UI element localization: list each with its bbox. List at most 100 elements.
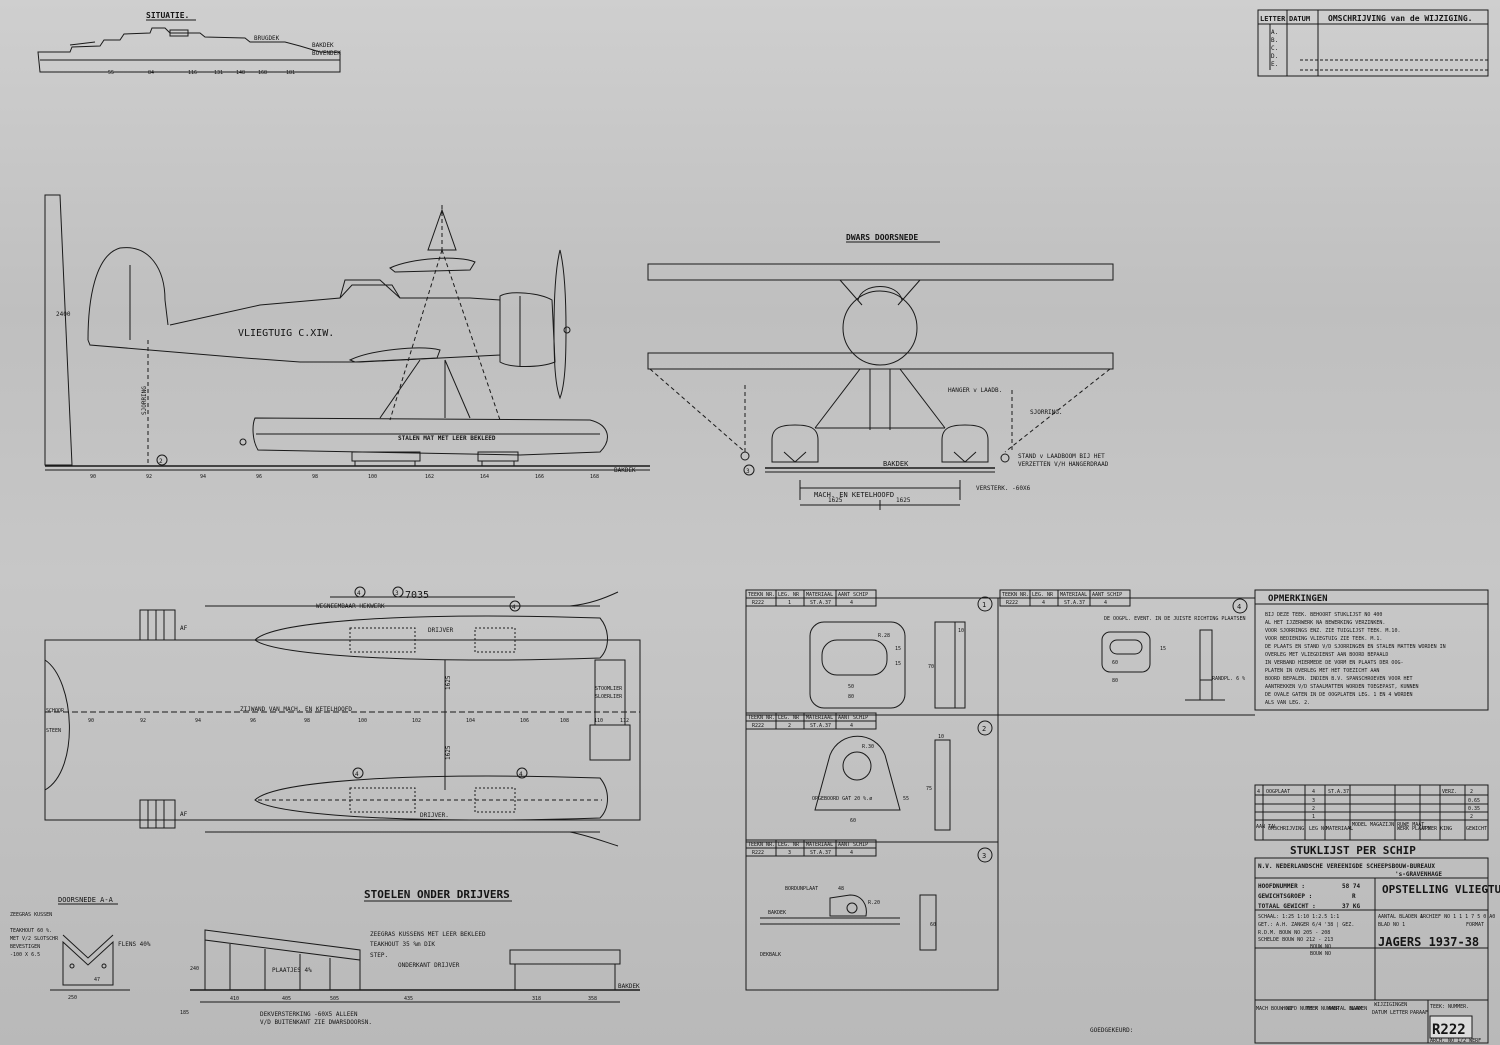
part-weight: 0.35 xyxy=(1468,806,1480,812)
detail-header: MATERIAAL xyxy=(1060,592,1087,598)
detail-count: 4 xyxy=(1104,600,1107,606)
footer-cell: PARAAF xyxy=(1410,1010,1428,1016)
frame-number: 166 xyxy=(535,474,544,480)
rev-header-date: DATUM xyxy=(1289,15,1310,23)
detail-number: 1 xyxy=(982,601,986,609)
title-sheets: AANTAL BLADEN 1 xyxy=(1378,914,1423,920)
detail-dim: 60 xyxy=(1112,660,1118,666)
detail-header: LEG. NR xyxy=(1032,592,1054,598)
seat-dim: 505 xyxy=(330,996,339,1002)
detail-material: ST.A.37 xyxy=(1064,600,1085,606)
situation-label: BAKDEK xyxy=(312,42,334,49)
detail-dim: 15 xyxy=(1160,646,1166,652)
detail-dim: 15 xyxy=(895,661,901,667)
footer-cell: HOOFD NUMMER xyxy=(1282,1006,1319,1012)
footer-cell: LETTER xyxy=(1390,1010,1409,1016)
remark-line: BOORD BEPALEN. INDIEN B.V. SPANSCHROEVEN… xyxy=(1265,676,1413,682)
remark-line: BIJ DEZE TEEK. BEHOORT STUKLIJST NO 400 xyxy=(1265,612,1382,618)
rev-letter: D. xyxy=(1271,53,1278,60)
remark-line: DE PLAATS EN STAND V/D SJORRINGEN EN STA… xyxy=(1265,644,1446,650)
detail-header: TEEKN NR. xyxy=(748,715,775,721)
detail-dim: 50 xyxy=(848,684,854,690)
side-view: SJORRING 2400 VLIEGTUIG C.XIW. STALEN MA… xyxy=(44,194,650,480)
detail-header: LEG. NR xyxy=(778,715,800,721)
frame-number: 90 xyxy=(90,474,96,480)
detail-header: TEEKN NR. xyxy=(748,842,775,848)
remark-line: OVERLEG MET VLIEGDIENST AAN BOORD BEPAAL… xyxy=(1265,652,1388,658)
seat-dim: 358 xyxy=(588,996,597,1002)
aft-label: AF xyxy=(180,625,188,632)
cross-deck-label: BAKDEK xyxy=(883,460,909,468)
title-row: BOUW NO xyxy=(1310,944,1331,950)
rev-letter: B. xyxy=(1271,37,1278,44)
situation-label: BOVENDEK xyxy=(312,50,341,57)
hanger-label: HANGER v LAADB. xyxy=(948,387,1002,394)
frame-number: 100 xyxy=(358,718,367,724)
detail-ref-circle: 4 xyxy=(355,771,359,778)
seat-dim: 410 xyxy=(230,996,239,1002)
title-sheet-no: BLAD NO 1 xyxy=(1378,922,1405,928)
frame-number: 94 xyxy=(195,718,201,724)
remark-line: DE OVALE GATEN IN DE OOGPLATEN LEG. 1 EN… xyxy=(1265,692,1413,698)
aircraft-label: VLIEGTUIG C.XIW. xyxy=(238,328,334,339)
drawing-title: OPSTELLING VLIEGTUIG. xyxy=(1382,883,1500,896)
footer-cell: DATUM xyxy=(1372,1010,1387,1016)
seat-dim: 250 xyxy=(68,995,77,1001)
detail-material: ST.A.37 xyxy=(810,723,831,729)
detail-material: ST.A.37 xyxy=(810,850,831,856)
situation-frame: 181 xyxy=(286,70,295,76)
detail-dim: 15 xyxy=(895,646,901,652)
seat-note: DEKVERSTERKING -60X5 ALLEEN xyxy=(260,1011,358,1018)
remark-line: PLATEN IN OVERLEG MET HET TOEZICHT AAN xyxy=(1265,668,1379,674)
part-header: WERK PLAATS xyxy=(1397,826,1430,832)
remark-line: AL HET IJZERWERK NA BEWERKING VERZINKEN. xyxy=(1265,620,1385,626)
parts-list-title: STUKLIJST PER SCHIP xyxy=(1290,844,1416,857)
detail-panels: TEEKN NR. LEG. NR MATERIAAL AANT SCHIP R… xyxy=(745,589,1255,991)
detail-number: 3 xyxy=(982,852,986,860)
frame-number: 98 xyxy=(304,718,310,724)
remark-line: VOOR SJORRINGS ENZ. ZIE TUIGLIJST TEEK. … xyxy=(1265,628,1400,634)
detail-header: AANT SCHIP xyxy=(838,592,868,598)
title-field-label: GEWICHTSGROEP : xyxy=(1258,893,1312,900)
detail-dim: R.30 xyxy=(862,744,874,750)
cross-section: DWARS DOORSNEDE 3 BAKDEK MACH. EN KETE xyxy=(647,233,1114,510)
mast-height: 2400 xyxy=(56,311,71,318)
part-weight-label: VERZ. xyxy=(1442,789,1457,795)
company-city: 's-GRAVENHAGE xyxy=(1395,871,1442,878)
detail-drawing: R222 xyxy=(752,723,764,729)
seat-left-label: -100 X 6.5 xyxy=(10,952,40,958)
seat-label: STEP. xyxy=(370,952,388,959)
detail-header: MATERIAAL xyxy=(806,592,833,598)
detail-ref-circle: 3 xyxy=(746,468,750,475)
title-archive: ARCHIEF NO 1 1 1 7 5 0 A0 xyxy=(1420,914,1495,920)
situation-frame: 148 xyxy=(236,70,245,76)
title-field-value: R xyxy=(1352,893,1356,900)
part-num: 4 xyxy=(1257,789,1260,795)
frame-number: 90 xyxy=(88,718,94,724)
plan-dim: 7035 xyxy=(405,590,429,601)
detail-dim: 60 xyxy=(930,922,936,928)
footer-cell: WIJZIGINGEN xyxy=(1374,1002,1407,1008)
detail-number: 2 xyxy=(982,725,986,733)
detail-dim: 70 xyxy=(928,664,934,670)
frame-number: 92 xyxy=(146,474,152,480)
rev-header-description: OMSCHRIJVING van de WIJZIGING. xyxy=(1328,14,1473,23)
detail-count: 4 xyxy=(850,723,853,729)
frame-number: 110 xyxy=(594,718,603,724)
frame-number: 106 xyxy=(520,718,529,724)
detail-count: 4 xyxy=(850,850,853,856)
detail-material: ST.A.37 xyxy=(810,600,831,606)
deck-label: BAKDEK xyxy=(614,467,636,474)
detail-header: MATERIAAL xyxy=(806,842,833,848)
detail-dim: 10 xyxy=(938,734,944,740)
title-row: R.D.M. BOUW NO 205 - 208 xyxy=(1258,930,1330,936)
seat-label: FLENS 40% xyxy=(118,941,151,948)
detail-header: MATERIAAL xyxy=(806,715,833,721)
detail-ref-circle: 4 xyxy=(512,604,516,611)
detail-dim: R.28 xyxy=(878,633,890,639)
detail-note: DE OOGPL. EVENT. IN DE JUISTE RICHTING P… xyxy=(1104,616,1245,622)
frame-number: 98 xyxy=(312,474,318,480)
part-header: LEG NO xyxy=(1309,826,1327,832)
